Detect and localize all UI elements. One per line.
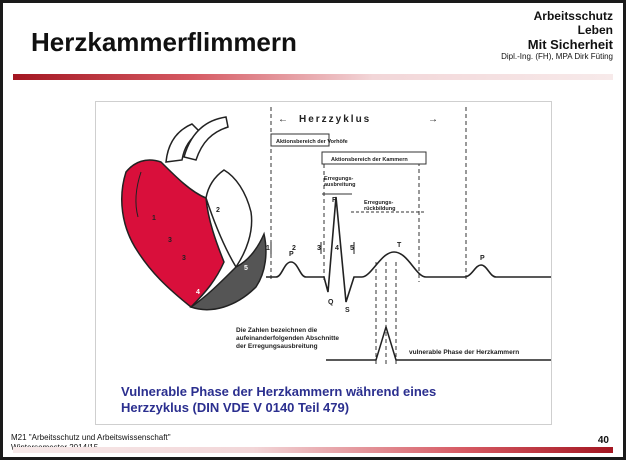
footer-course: M21 "Arbeitsschutz und Arbeitswissenscha… [11,433,171,443]
page-number: 40 [598,435,609,446]
wave-label-p1: P [289,251,294,258]
vulnerable-phase-label: vulnerable Phase der Herzkammern [409,349,519,356]
wave-label-t: T [397,242,402,249]
segment-number-3: 3 [317,245,321,252]
brand-line-1: Arbeitsschutz [501,9,613,23]
caption-line-1: Vulnerable Phase der Herzkammern während… [121,384,541,400]
bottom-gradient-bar [13,447,613,453]
segment-number-5: 5 [350,245,354,252]
excitation-recovery-label: Erregungs-rückbildung [364,200,395,212]
segment-number-2: 2 [292,245,296,252]
ecg-diagram-svg: 1 2 3 4 5 3 ← Herzzyklus → [96,102,551,424]
figure-caption: Vulnerable Phase der Herzkammern während… [121,384,541,416]
brand-block: Arbeitsschutz Leben Mit Sicherheit Dipl.… [501,9,613,62]
wave-label-r: R [332,197,337,204]
heart-number-4: 4 [196,289,200,296]
brand-line-3: Mit Sicherheit [501,37,613,52]
heart-number-2: 2 [216,207,220,214]
heart-number-1: 1 [152,215,156,222]
segment-number-1: 1 [266,245,270,252]
slide-title: Herzkammerflimmern [31,27,297,58]
wave-label-s: S [345,307,350,314]
cycle-arrow-right: → [428,114,438,125]
heart-number-6: 3 [182,255,186,262]
cycle-arrow-left: ← [278,114,288,125]
author-line: Dipl.-Ing. (FH), MPA Dirk Füting [501,52,613,62]
ecg-figure: 1 2 3 4 5 3 ← Herzzyklus → [95,101,552,425]
wave-label-q: Q [328,299,334,306]
cycle-label: Herzzyklus [299,114,371,125]
excitation-spread-label: Erregungs-ausbreitung [324,176,355,188]
heart-illustration: 1 2 3 4 5 3 [122,117,266,310]
ventricle-range-label: Aktionsbereich der Kammern [331,157,408,163]
top-gradient-bar [13,74,613,80]
wave-label-p2: P [480,255,485,262]
atria-range-label: Aktionsbereich der Vorhöfe [276,139,348,145]
heart-number-3: 3 [168,237,172,244]
brand-line-2: Leben [501,23,613,37]
ecg-trace [266,197,551,302]
segment-number-4: 4 [335,245,339,252]
heart-number-5: 5 [244,265,248,272]
caption-line-2: Herzzyklus (DIN VDE V 0140 Teil 479) [121,400,541,416]
